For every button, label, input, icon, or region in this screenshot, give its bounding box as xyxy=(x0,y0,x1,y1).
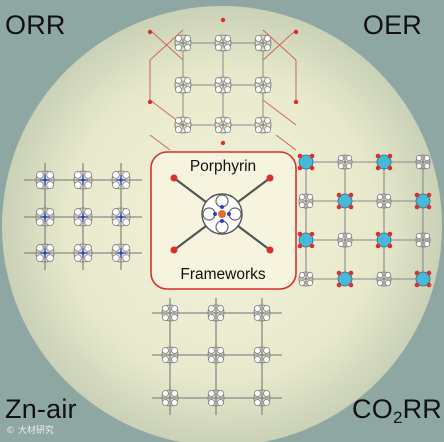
porphyrin-unit xyxy=(35,207,55,227)
carboxylate-node xyxy=(147,99,153,105)
linker-red xyxy=(262,29,297,61)
watermark: © 大材研究 xyxy=(6,426,54,436)
porphyrin-unit xyxy=(298,193,314,209)
porphyrin-unit xyxy=(73,207,93,227)
center-label-porphyrin: Porphyrin xyxy=(189,158,257,175)
porphyrin-unit xyxy=(207,304,225,322)
porphyrin-unit xyxy=(174,116,192,134)
center-label-frameworks: Frameworks xyxy=(180,266,266,283)
porphyrin-unit xyxy=(35,243,55,263)
porphyrin-unit xyxy=(111,243,131,263)
metal-center xyxy=(218,210,226,218)
nitrogen-atom xyxy=(227,212,231,216)
porphyrin-unit xyxy=(207,389,225,407)
porphyrin-unit xyxy=(253,346,271,364)
co2rr-framework-lattice xyxy=(152,298,282,415)
porphyrin-unit xyxy=(161,389,179,407)
porphyrin-unit xyxy=(254,34,272,52)
terminal-oxygen xyxy=(266,246,274,254)
terminal-oxygen xyxy=(170,174,178,182)
nitrogen-atom xyxy=(220,205,224,209)
orr-framework-lattice xyxy=(147,17,299,151)
porphyrin-unit xyxy=(337,154,353,170)
porphyrin-unit xyxy=(207,346,225,364)
metal-cluster-node xyxy=(336,192,354,210)
porphyrin-unit xyxy=(254,116,272,134)
porphyrin-unit xyxy=(174,34,192,52)
porphyrin-unit xyxy=(337,232,353,248)
metal-cluster-node xyxy=(336,270,354,288)
metal-cluster-node xyxy=(375,231,393,249)
carboxylate-node xyxy=(147,29,153,35)
porphyrin-unit xyxy=(73,170,93,190)
nitrogen-atom xyxy=(220,219,224,223)
metal-cluster-node xyxy=(414,270,432,288)
porphyrin-unit xyxy=(35,170,55,190)
terminal-oxygen xyxy=(170,246,178,254)
porphyrin-unit xyxy=(253,304,271,322)
porphyrin-unit xyxy=(254,76,272,94)
linker-red xyxy=(262,99,297,126)
porphyrin-unit xyxy=(214,116,232,134)
porphyrin-unit xyxy=(214,76,232,94)
porphyrin-unit xyxy=(111,207,131,227)
linker-red xyxy=(275,134,297,151)
carboxylate-node xyxy=(220,17,226,23)
oer-framework-lattice xyxy=(297,153,432,288)
linker-red xyxy=(149,29,184,61)
porphyrin-unit xyxy=(376,271,392,287)
carboxylate-node xyxy=(220,140,226,146)
label-zn-air: Zn-air xyxy=(5,394,77,424)
porphyrin-unit xyxy=(111,170,131,190)
linker-red xyxy=(149,134,171,151)
porphyrin-unit xyxy=(161,346,179,364)
porphyrin-unit xyxy=(214,34,232,52)
carboxylate-node xyxy=(293,29,299,35)
znair-framework-lattice xyxy=(24,163,142,270)
porphyrin-unit xyxy=(73,243,93,263)
porphyrin-molecule xyxy=(170,174,274,254)
metal-cluster-node xyxy=(297,153,315,171)
terminal-oxygen xyxy=(266,174,274,182)
porphyrin-unit xyxy=(415,232,431,248)
carboxylate-node xyxy=(293,99,299,105)
label-orr: ORR xyxy=(5,10,66,40)
metal-cluster-node xyxy=(297,231,315,249)
porphyrin-unit xyxy=(415,154,431,170)
nitrogen-atom xyxy=(213,212,217,216)
porphyrin-unit xyxy=(253,389,271,407)
porphyrin-unit xyxy=(161,304,179,322)
porphyrin-unit xyxy=(376,193,392,209)
label-oer: OER xyxy=(362,10,422,40)
label-co2rr: CO2RR xyxy=(352,394,442,427)
porphyrin-unit xyxy=(174,76,192,94)
metal-cluster-node xyxy=(414,192,432,210)
porphyrin-unit xyxy=(298,271,314,287)
metal-cluster-node xyxy=(375,153,393,171)
